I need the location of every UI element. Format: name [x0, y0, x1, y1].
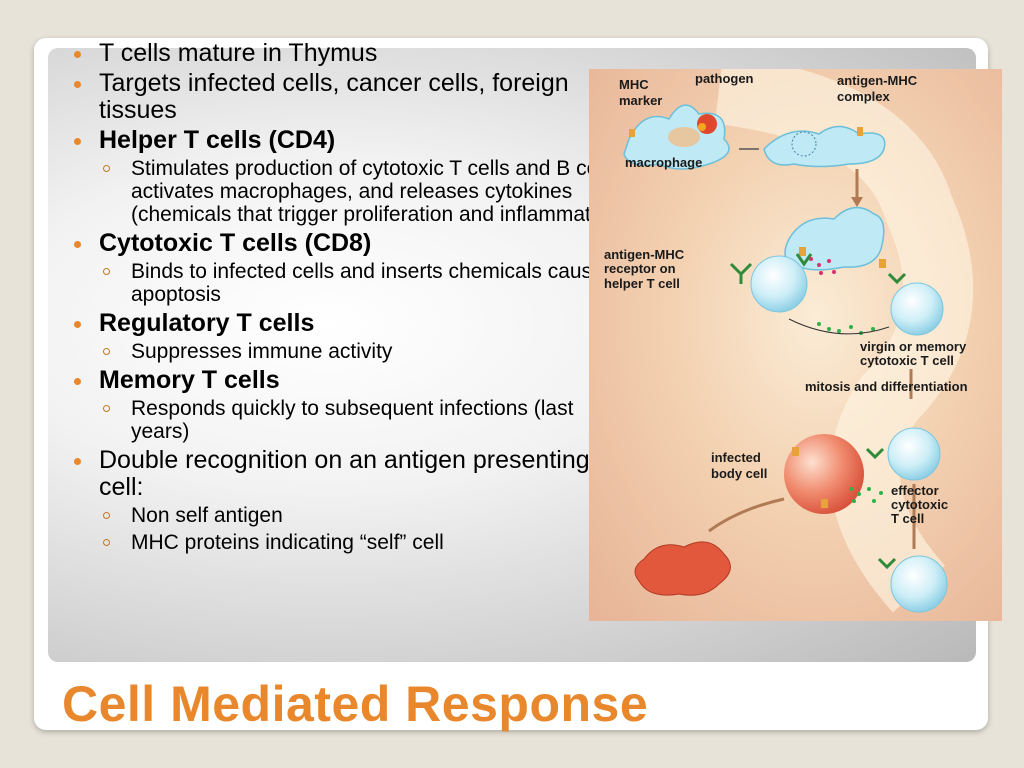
bullet-item: Helper T cells (CD4) [70, 127, 630, 154]
label-complex: complex [837, 89, 891, 104]
label-effector-3: T cell [891, 511, 924, 526]
label-infected-1: infected [711, 450, 761, 465]
label-virgin-2: cytotoxic T cell [860, 353, 954, 368]
helper-t-cell [750, 255, 808, 313]
label-effector-2: cytotoxic [891, 497, 948, 512]
sub-bullet-item: MHC proteins indicating “self” cell [70, 531, 630, 554]
label-receptor-1: antigen-MHC [604, 247, 685, 262]
bullet-item: Targets infected cells, cancer cells, fo… [70, 70, 630, 124]
label-receptor-2: receptor on [604, 261, 676, 276]
infected-body-cell [784, 434, 864, 514]
macrophage-processing-cell [763, 125, 886, 168]
label-virgin-1: virgin or memory [860, 339, 967, 354]
virgin-cytotoxic-t-cell [890, 282, 944, 336]
label-mhc: MHC [619, 77, 649, 92]
bullet-item: T cells mature in Thymus [70, 40, 630, 67]
label-macrophage: macrophage [625, 155, 702, 170]
label-effector-1: effector [891, 483, 939, 498]
sub-bullet-item: Binds to infected cells and inserts chem… [70, 260, 630, 306]
bullet-item: Memory T cells [70, 367, 630, 394]
slide-title: Cell Mediated Response [62, 676, 649, 732]
sub-bullet-item: Stimulates production of cytotoxic T cel… [70, 157, 630, 226]
sub-bullet-item: Suppresses immune activity [70, 340, 630, 363]
bullet-item: Double recognition on an antigen present… [70, 447, 630, 501]
apoptotic-cell [634, 541, 731, 596]
memory-t-cell [890, 555, 948, 613]
sub-bullet-item: Responds quickly to subsequent infection… [70, 397, 630, 443]
label-mitosis: mitosis and differentiation [805, 379, 968, 394]
effector-cytotoxic-t-cell [887, 427, 941, 481]
label-marker: marker [619, 93, 662, 108]
bullet-item: Cytotoxic T cells (CD8) [70, 230, 630, 257]
label-pathogen: pathogen [695, 71, 754, 86]
label-infected-2: body cell [711, 466, 767, 481]
label-receptor-3: helper T cell [604, 276, 680, 291]
bullet-item: Regulatory T cells [70, 310, 630, 337]
t-cell-diagram: MHC marker pathogen antigen-MHC complex … [589, 69, 1002, 621]
macrophage-cell [623, 104, 730, 170]
sub-bullet-item: Non self antigen [70, 504, 630, 527]
label-antigen-mhc: antigen-MHC [837, 73, 918, 88]
